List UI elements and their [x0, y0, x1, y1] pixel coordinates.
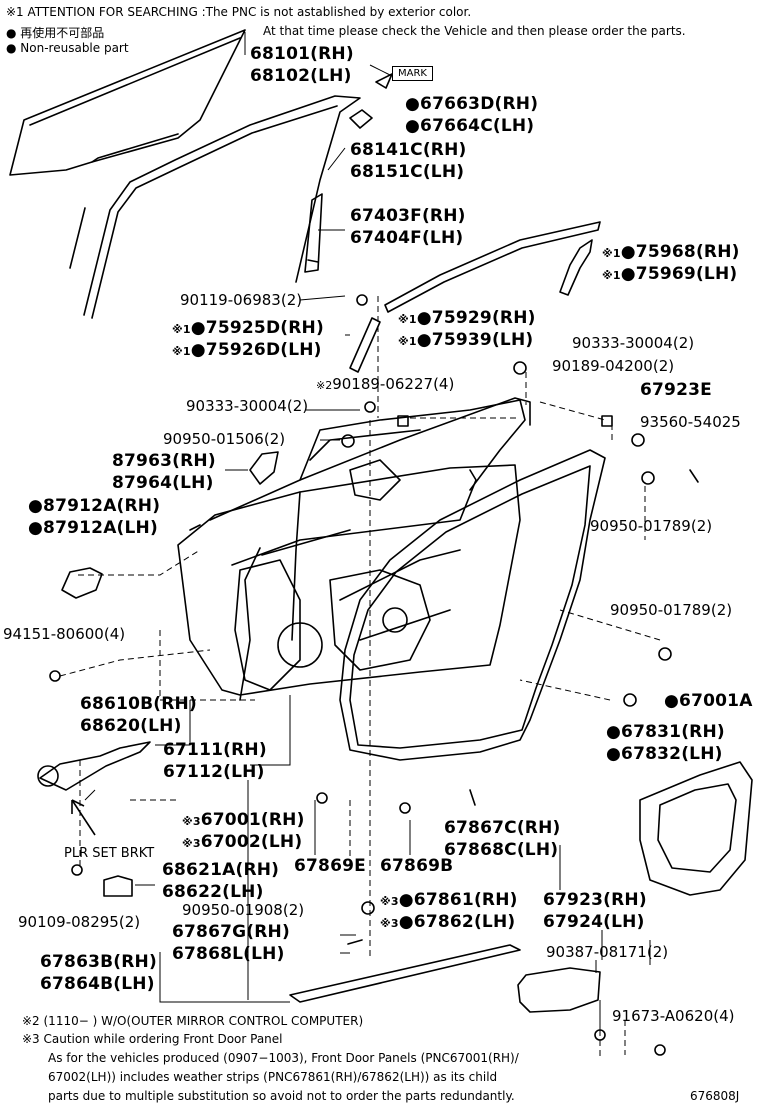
service-hole-cover	[639, 761, 753, 896]
part-label: ※1●75968(RH)	[602, 242, 740, 262]
part-label: 90333-30004(2)	[186, 397, 309, 415]
part-label: 90189-04200(2)	[552, 357, 675, 375]
part-label: 67869B	[380, 856, 454, 876]
part-label: ※1●75925D(RH)	[172, 318, 324, 338]
part-label: 90950-01506(2)	[163, 430, 286, 448]
part-label: 67863B(RH)	[40, 952, 157, 972]
part-label: ※367002(LH)	[182, 832, 303, 852]
part-label: 91673-A0620(4)	[612, 1007, 735, 1025]
part-label: ●87912A(LH)	[28, 518, 158, 538]
part-label: 67869E	[294, 856, 366, 876]
part-label: 68622(LH)	[162, 882, 264, 902]
part-label: 90950-01789(2)	[610, 601, 733, 619]
weather-strip	[339, 449, 606, 761]
part-label: 67112(LH)	[163, 762, 265, 782]
part-label: 68620(LH)	[80, 716, 182, 736]
part-label: 67404F(LH)	[350, 228, 464, 248]
part-label: 67868C(LH)	[444, 840, 559, 860]
door-panel	[177, 397, 531, 701]
part-label: ※1●75929(RH)	[398, 308, 536, 328]
note-3: ※3 Caution while ordering Front Door Pan…	[22, 1032, 283, 1046]
part-label: 68621A(RH)	[162, 860, 280, 880]
part-label: 90387-08171(2)	[546, 943, 669, 961]
part-label: 90119-06983(2)	[180, 291, 303, 309]
part-label: 67867C(RH)	[444, 818, 561, 838]
note-3-line3: parts due to multiple substitution so av…	[48, 1089, 515, 1103]
part-label: 67868L(LH)	[172, 944, 285, 964]
note-3-line1: As for the vehicles produced (0907−1003)…	[48, 1051, 519, 1065]
fasteners	[49, 294, 699, 1056]
part-label: 93560-54025	[640, 413, 741, 431]
part-label: ※290189-06227(4)	[316, 375, 455, 393]
part-label: ※367001(RH)	[182, 810, 305, 830]
door-inner-mechanism	[234, 459, 461, 691]
part-label: ●67831(RH)	[606, 722, 725, 742]
part-label: 68141C(RH)	[350, 140, 467, 160]
armrest	[517, 967, 601, 1013]
part-label: ※1●75939(LH)	[398, 330, 534, 350]
plr-set-brkt-label: PLR SET BRKT	[64, 846, 155, 861]
side-moulding	[349, 317, 381, 373]
attention-note: ※1 ATTENTION FOR SEARCHING :The PNC is n…	[6, 5, 472, 19]
division-bar	[304, 193, 323, 273]
legend-nonreusable: ● Non-reusable part	[6, 41, 129, 55]
part-label: 90950-01789(2)	[590, 517, 713, 535]
part-label: 68102(LH)	[250, 66, 352, 86]
part-label: ※1●75926D(LH)	[172, 340, 322, 360]
part-label: ●87912A(RH)	[28, 496, 161, 516]
part-label: 68151C(LH)	[350, 162, 465, 182]
outside-handle-cover	[61, 567, 103, 599]
part-label: ※1●75969(LH)	[602, 264, 738, 284]
upper-moulding	[559, 239, 593, 296]
door-hinge	[103, 875, 133, 897]
note-2: ※2 (1110− ) W/O(OUTER MIRROR CONTROL COM…	[22, 1014, 364, 1028]
leader-lines	[59, 296, 661, 1060]
part-label: 67867G(RH)	[172, 922, 290, 942]
part-label: 68610B(RH)	[80, 694, 197, 714]
part-label: ●67664C(LH)	[405, 116, 535, 136]
part-label: 90950-01908(2)	[182, 901, 305, 919]
part-label: 67923E	[640, 380, 712, 400]
part-label: 90333-30004(2)	[572, 334, 695, 352]
part-label: 87964(LH)	[112, 473, 214, 493]
part-label: 67111(RH)	[163, 740, 267, 760]
note-3-line2: 67002(LH)) includes weather strips (PNC6…	[48, 1070, 498, 1084]
part-label: 90109-08295(2)	[18, 913, 141, 931]
mirror-pad	[249, 451, 279, 485]
plr-arrow	[71, 799, 96, 836]
part-label: ※3●67862(LH)	[380, 912, 516, 932]
part-label: 67923(RH)	[543, 890, 647, 910]
part-label: 94151-80600(4)	[3, 625, 126, 643]
door-glass-outline	[9, 29, 246, 176]
glass-run-channel	[69, 95, 361, 319]
legend-reusable: ● 再使用不可部品	[6, 26, 105, 40]
solid-leaders	[84, 32, 651, 1030]
part-label: ●67663D(RH)	[405, 94, 539, 114]
attention-note-line2: At that time please check the Vehicle an…	[263, 24, 686, 38]
part-label: 67403F(RH)	[350, 206, 466, 226]
rocker-moulding	[289, 944, 521, 1003]
part-label: ●67001A	[664, 691, 753, 711]
mark-piece	[349, 73, 393, 129]
figure-id: 676808J	[690, 1089, 740, 1103]
door-check	[37, 741, 151, 791]
part-label: 87963(RH)	[112, 451, 216, 471]
part-label: ●67832(LH)	[606, 744, 723, 764]
part-label: ※3●67861(RH)	[380, 890, 518, 910]
mark-box: MARK	[392, 66, 433, 81]
belt-moulding	[384, 221, 601, 313]
door-inner-frame	[299, 399, 526, 491]
part-label: 68101(RH)	[250, 44, 354, 64]
part-label: 67924(LH)	[543, 912, 645, 932]
part-label: 67864B(LH)	[40, 974, 155, 994]
